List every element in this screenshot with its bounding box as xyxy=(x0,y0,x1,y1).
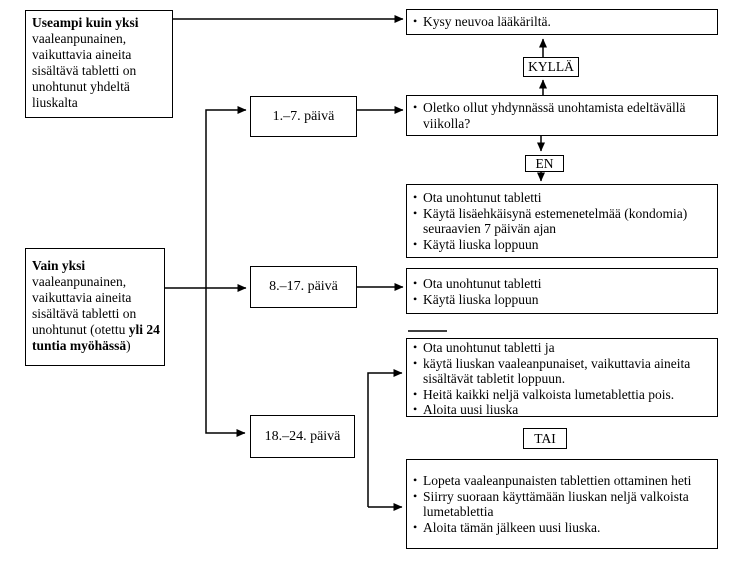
bullet-item: Lopeta vaaleanpunaisten tablettien ottam… xyxy=(411,473,715,489)
condition-body: vaaleanpunainen, vaikuttavia aineita sis… xyxy=(32,31,137,110)
label-box-yes: KYLLÄ xyxy=(523,57,579,77)
day-box-label: 8.–17. päivä xyxy=(269,279,338,294)
action-box-day18-24-option1: Ota unohtunut tabletti ja käytä liuskan … xyxy=(406,338,718,417)
bullet-item: Heitä kaikki neljä valkoista lumetablett… xyxy=(411,387,715,403)
action-box-day8-17: Ota unohtunut tabletti Käytä liuska lopp… xyxy=(406,268,718,314)
action-box-day1-7: Ota unohtunut tabletti Käytä lisäehkäisy… xyxy=(406,184,718,258)
bullet-item: Ota unohtunut tabletti xyxy=(411,276,715,292)
bullet-item: Käytä liuska loppuun xyxy=(411,237,715,253)
day-box-8-17: 8.–17. päivä xyxy=(250,266,357,308)
bullet-item: Käytä liuska loppuun xyxy=(411,292,715,308)
condition-box-more-than-one: Useampi kuin yksi vaaleanpunainen, vaiku… xyxy=(25,10,173,118)
day-box-label: 18.–24. päivä xyxy=(264,428,341,444)
arrow-day18-24-to-option1 xyxy=(367,369,403,507)
condition-title: Vain yksi xyxy=(32,258,86,273)
action-box-ask-doctor: Kysy neuvoa lääkäriltä. xyxy=(406,9,718,35)
condition-body-bold: yli 24 tuntia myöhässä xyxy=(32,322,160,353)
label-no: EN xyxy=(535,155,554,171)
bullet-item: Käytä lisäehkäisynä estemenetelmää (kond… xyxy=(411,206,715,237)
label-box-no: EN xyxy=(525,155,564,172)
bullet-item: Aloita tämän jälkeen uusi liuska. xyxy=(411,520,715,536)
condition-title: Useampi kuin yksi xyxy=(32,15,139,30)
condition-body-suffix: ) xyxy=(126,338,131,353)
bullet-item: Ota unohtunut tabletti xyxy=(411,190,715,206)
label-yes: KYLLÄ xyxy=(528,59,574,74)
action-box-intercourse-question: Oletko ollut yhdynnässä unohtamista edel… xyxy=(406,95,718,136)
bullet-item: Siirry suoraan käyttämään liuskan neljä … xyxy=(411,489,715,520)
arrow-branch-to-day1-7 xyxy=(205,106,247,288)
bullet-item: käytä liuskan vaaleanpunaiset, vaikuttav… xyxy=(411,356,715,387)
action-box-day18-24-option2: Lopeta vaaleanpunaisten tablettien ottam… xyxy=(406,459,718,549)
bullet-item: Aloita uusi liuska xyxy=(411,402,715,418)
label-or: TAI xyxy=(534,430,556,446)
condition-body-prefix: vaaleanpunainen, vaikuttavia aineita sis… xyxy=(32,274,137,337)
day-box-1-7: 1.–7. päivä xyxy=(250,96,357,137)
day-box-label: 1.–7. päivä xyxy=(272,108,335,124)
day-box-18-24: 18.–24. päivä xyxy=(250,415,355,458)
bullet-item: Ota unohtunut tabletti ja xyxy=(411,340,715,356)
bullet-item: Kysy neuvoa lääkäriltä. xyxy=(411,14,715,30)
arrow-branch-to-day18-24 xyxy=(205,288,246,437)
condition-box-only-one: Vain yksi vaaleanpunainen, vaikuttavia a… xyxy=(25,248,165,366)
label-box-or: TAI xyxy=(523,428,567,449)
bullet-item: Oletko ollut yhdynnässä unohtamista edel… xyxy=(411,100,715,131)
